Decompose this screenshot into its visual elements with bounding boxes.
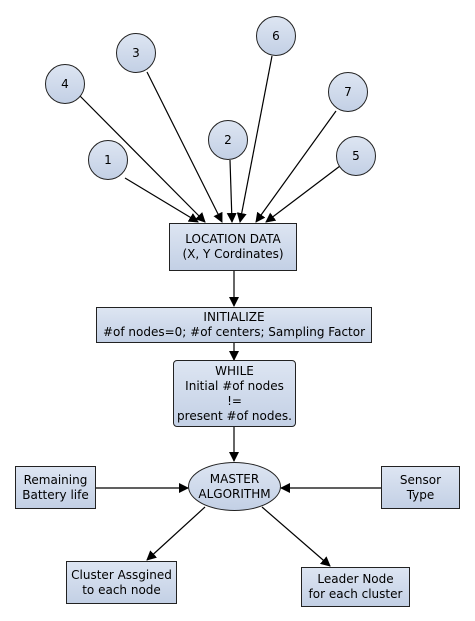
location-data-box: LOCATION DATA (X, Y Cordinates) [169, 223, 297, 271]
sensor-type-box: Sensor Type [381, 466, 460, 509]
arrow-node7-to-location [255, 110, 337, 223]
sensor-node-5: 5 [336, 136, 376, 176]
arrow-node2-to-location [226, 159, 237, 223]
arrow-node4-to-location [77, 93, 206, 223]
cluster-line-1: Cluster Assgined [71, 567, 172, 582]
battery-line-1: Remaining [23, 472, 88, 487]
while-title: WHILE [215, 363, 254, 378]
sensor-node-1: 1 [88, 140, 128, 180]
node-label: 2 [224, 132, 232, 147]
while-line-2: Initial #of nodes [185, 378, 284, 393]
battery-line-2: Battery life [22, 487, 89, 502]
location-subtitle: (X, Y Cordinates) [182, 247, 284, 261]
cluster-assigned-box: Cluster Assgined to each node [66, 561, 177, 604]
sensor-line-2: Type [406, 487, 435, 502]
leader-node-box: Leader Node for each cluster [301, 567, 410, 607]
initialize-detail: #of nodes=0; #of centers; Sampling Facto… [102, 325, 366, 339]
master-algorithm-oval: MASTER ALGORITHM [188, 462, 281, 511]
sensor-node-3: 3 [116, 33, 156, 73]
node-label: 6 [272, 28, 280, 43]
sensor-node-7: 7 [328, 72, 368, 112]
sensor-node-2: 2 [208, 120, 248, 160]
initialize-title: INITIALIZE [203, 310, 265, 324]
arrow-master-to-leader [261, 506, 331, 567]
arrow-node1-to-location [124, 177, 199, 223]
while-line-4: present #of nodes. [177, 408, 292, 423]
node-label: 4 [61, 76, 69, 91]
sensor-node-4: 4 [45, 64, 85, 104]
battery-life-box: Remaining Battery life [15, 466, 96, 509]
node-label: 7 [344, 84, 352, 99]
location-title: LOCATION DATA [185, 232, 281, 246]
sensor-node-6: 6 [256, 16, 296, 56]
while-loop-box: WHILE Initial #of nodes != present #of n… [173, 360, 296, 427]
while-line-3: != [227, 393, 242, 408]
leader-line-2: for each cluster [308, 587, 403, 601]
arrow-node3-to-location [146, 71, 223, 223]
node-label: 5 [352, 148, 360, 163]
arrow-master-to-cluster [146, 506, 206, 561]
initialize-box: INITIALIZE #of nodes=0; #of centers; Sam… [96, 307, 372, 343]
node-label: 3 [132, 45, 140, 60]
arrow-node6-to-location [236, 55, 273, 223]
node-label: 1 [104, 152, 112, 167]
cluster-line-2: to each node [82, 582, 161, 597]
sensor-line-1: Sensor [399, 472, 442, 487]
arrow-node5-to-location [265, 165, 341, 223]
master-line-2: ALGORITHM [198, 486, 271, 501]
leader-line-1: Leader Node [317, 572, 394, 586]
master-line-1: MASTER [209, 471, 260, 486]
